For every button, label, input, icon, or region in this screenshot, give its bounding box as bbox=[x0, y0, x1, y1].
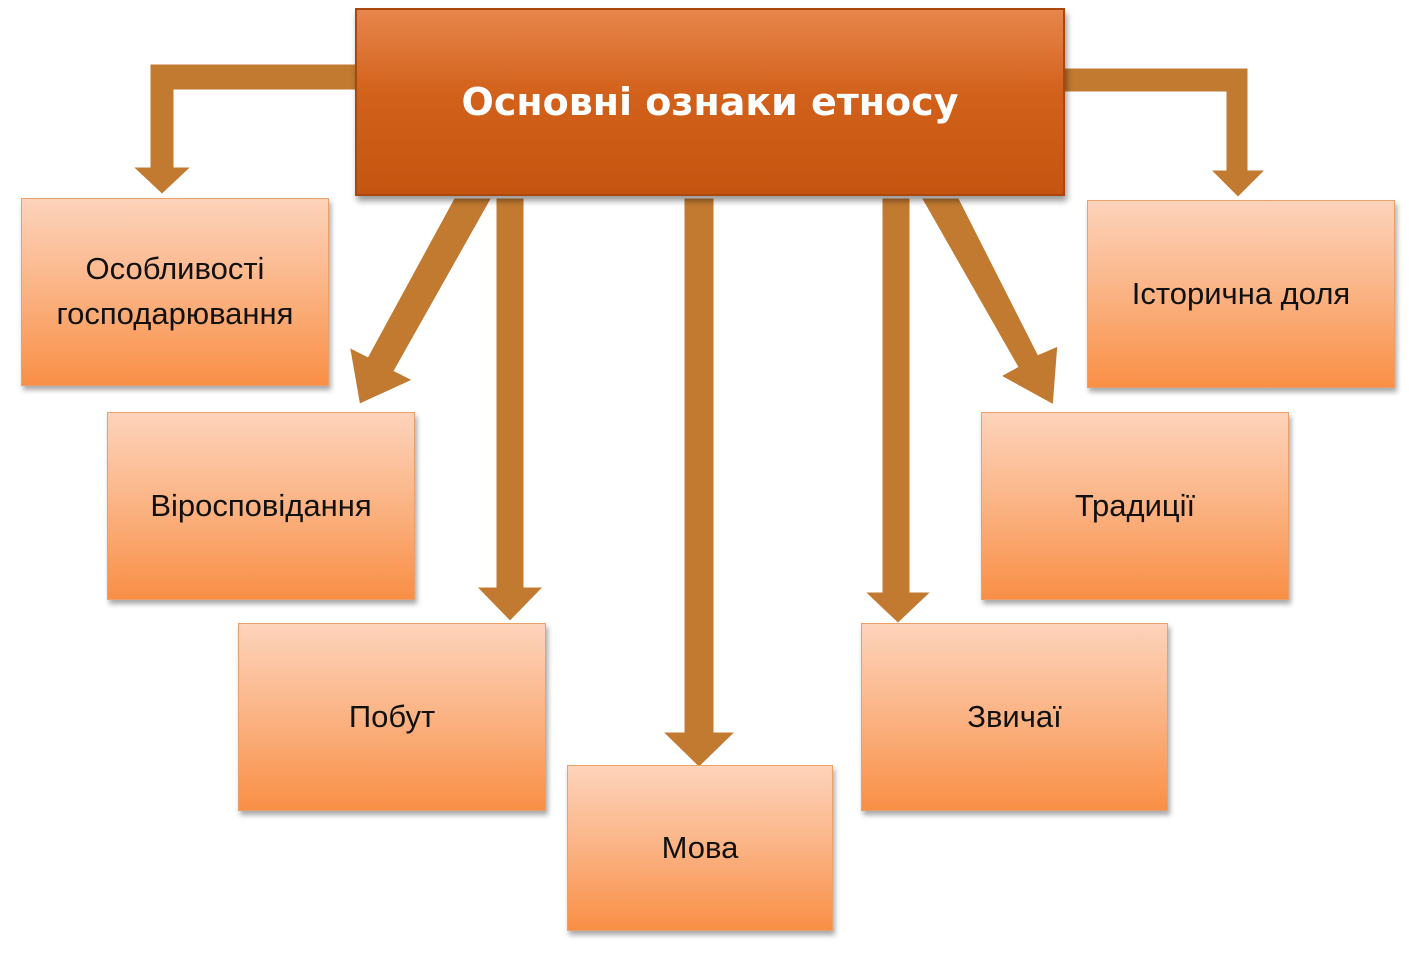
node-traditions: Традиції bbox=[981, 412, 1289, 600]
node-economy: Особливості господарювання bbox=[21, 198, 329, 386]
arrow-to-lifestyle bbox=[466, 193, 554, 628]
arrow-to-religion bbox=[343, 193, 500, 411]
arrow-to-traditions bbox=[913, 193, 1063, 413]
node-history: Історична доля bbox=[1087, 200, 1395, 388]
node-religion: Віросповідання bbox=[107, 412, 415, 600]
node-customs-label: Звичаї bbox=[967, 698, 1062, 734]
arrow-to-economy bbox=[121, 59, 363, 201]
arrow-to-history bbox=[1057, 63, 1277, 204]
node-customs: Звичаї bbox=[861, 623, 1168, 811]
root-concept-label: Основні ознаки етносу bbox=[461, 80, 959, 124]
root-concept-box: Основні ознаки етносу bbox=[355, 8, 1065, 196]
node-language-label: Мова bbox=[661, 829, 739, 865]
arrow-to-customs bbox=[853, 193, 943, 630]
node-religion-label: Віросповідання bbox=[150, 487, 372, 523]
node-lifestyle: Побут bbox=[238, 623, 546, 811]
node-lifestyle-label: Побут bbox=[348, 698, 436, 734]
arrow-to-language bbox=[651, 193, 747, 774]
node-traditions-label: Традиції bbox=[1074, 487, 1196, 523]
node-history-label: Історична доля bbox=[1131, 275, 1351, 311]
node-economy-label: Особливості господарювання bbox=[56, 251, 294, 331]
node-language: Мова bbox=[567, 765, 833, 931]
